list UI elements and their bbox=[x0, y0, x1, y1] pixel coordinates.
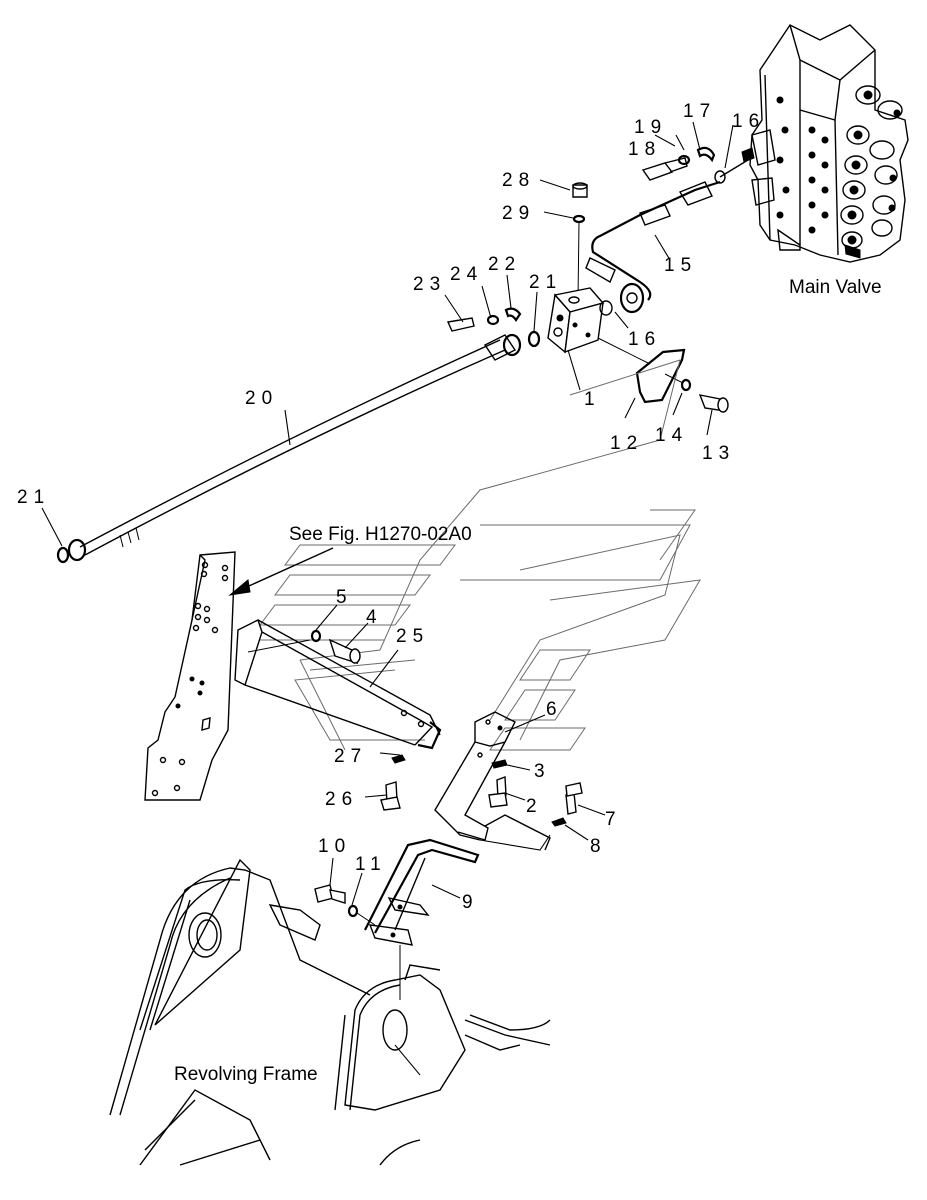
block-1-drawing bbox=[547, 182, 605, 354]
fasteners-26-27 bbox=[380, 754, 406, 811]
revolving-frame-caption: Revolving Frame bbox=[174, 1064, 318, 1085]
see-fig-arrow bbox=[228, 547, 334, 596]
callout-10: 10 bbox=[318, 836, 351, 857]
callout-8: 8 bbox=[590, 836, 607, 857]
callout-24: 24 bbox=[450, 264, 483, 285]
see-fig-caption: See Fig. H1270-02A0 bbox=[289, 524, 472, 545]
callout-13: 13 bbox=[702, 443, 735, 464]
callout-9: 9 bbox=[462, 892, 479, 913]
o-ring-16-drawing bbox=[599, 300, 613, 316]
revolving-frame-drawing bbox=[109, 858, 551, 1166]
callout-19: 19 bbox=[634, 117, 667, 138]
plate-12-drawing bbox=[597, 337, 729, 413]
fittings-top-right bbox=[641, 146, 749, 184]
callout-15: 15 bbox=[664, 255, 697, 276]
pipe-15-drawing bbox=[585, 180, 721, 314]
callout-25: 25 bbox=[396, 626, 429, 647]
bracket-9-drawing bbox=[364, 838, 480, 1000]
callout-28: 28 bbox=[502, 170, 535, 191]
callout-21-hose: 21 bbox=[17, 487, 50, 508]
leader-lines bbox=[41, 121, 734, 906]
callout-27: 27 bbox=[334, 746, 367, 767]
callout-26: 26 bbox=[325, 789, 358, 810]
callout-14: 14 bbox=[655, 425, 688, 446]
callout-7: 7 bbox=[605, 809, 622, 830]
callout-21-block: 21 bbox=[529, 272, 562, 293]
callout-18: 18 bbox=[628, 139, 661, 160]
callout-16-valve: 16 bbox=[732, 111, 765, 132]
hose-20-drawing bbox=[56, 333, 522, 564]
callout-11: 11 bbox=[355, 854, 387, 875]
main-valve-caption: Main Valve bbox=[789, 277, 882, 298]
hatched-background bbox=[250, 359, 701, 751]
beam-25-drawing bbox=[234, 619, 442, 750]
callout-23: 23 bbox=[413, 274, 446, 295]
callout-1: 1 bbox=[584, 389, 601, 410]
callout-22: 22 bbox=[488, 254, 521, 275]
callout-20: 20 bbox=[245, 388, 278, 409]
callout-29: 29 bbox=[502, 203, 535, 224]
callout-2: 2 bbox=[526, 796, 543, 817]
fasteners-10-11 bbox=[314, 884, 376, 926]
callout-16-block: 16 bbox=[628, 329, 661, 350]
callout-6: 6 bbox=[546, 699, 563, 720]
callout-labels: 1 2 3 4 5 6 7 8 9 10 11 12 13 14 15 16 1… bbox=[17, 101, 765, 913]
callout-12: 12 bbox=[610, 433, 643, 454]
main-valve-drawing bbox=[741, 24, 909, 263]
fittings-hose-end bbox=[446, 307, 541, 348]
side-plate-drawing bbox=[144, 551, 236, 801]
callout-3: 3 bbox=[534, 761, 551, 782]
callout-5: 5 bbox=[336, 587, 353, 608]
callout-17: 17 bbox=[683, 101, 716, 122]
bracket-6-drawing bbox=[434, 711, 551, 851]
callout-4: 4 bbox=[366, 607, 383, 628]
fasteners-2-3-7-8 bbox=[488, 759, 583, 827]
